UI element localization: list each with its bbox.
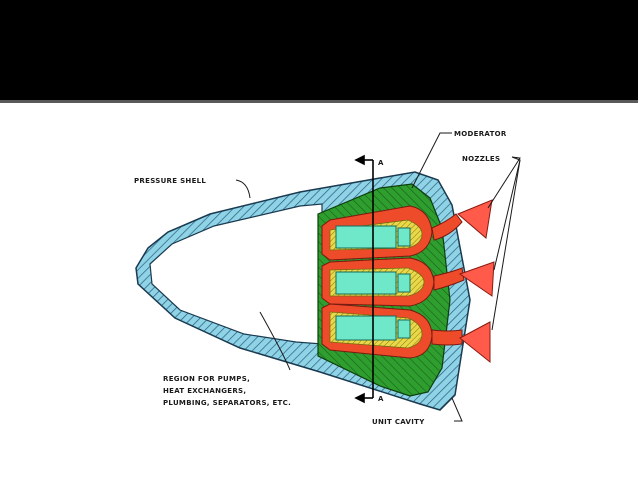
label-region-line-3: PLUMBING, SEPARATORS, ETC.: [163, 399, 291, 407]
pump-region: [149, 203, 323, 345]
label-pressure-shell: PRESSURE SHELL: [134, 177, 206, 185]
exhaust-duct-middle: [433, 267, 465, 291]
title-band: [0, 0, 638, 100]
exhaust-duct-top: [431, 213, 463, 241]
fuel-channel-top: [321, 205, 433, 261]
fuel-channel-bottom: [321, 303, 433, 359]
section-label-bottom: A: [378, 395, 384, 403]
exhaust-duct-bottom: [431, 329, 463, 346]
section-label-top: A: [378, 159, 384, 167]
fuel-channel-middle: [321, 257, 435, 307]
title-divider: [0, 100, 638, 103]
label-region-line-2: HEAT EXCHANGERS,: [163, 387, 246, 395]
label-unit-cavity: UNIT CAVITY: [372, 418, 425, 426]
section-line-a: [354, 154, 374, 404]
nozzle-bottom: [459, 321, 491, 364]
label-region-line-1: REGION FOR PUMPS,: [163, 375, 250, 383]
nozzle-top: [457, 199, 493, 239]
leader-lines: [235, 132, 521, 422]
label-nozzles: NOZZLES: [462, 155, 500, 163]
label-moderator: MODERATOR: [454, 130, 507, 138]
nozzle-middle: [458, 261, 495, 297]
